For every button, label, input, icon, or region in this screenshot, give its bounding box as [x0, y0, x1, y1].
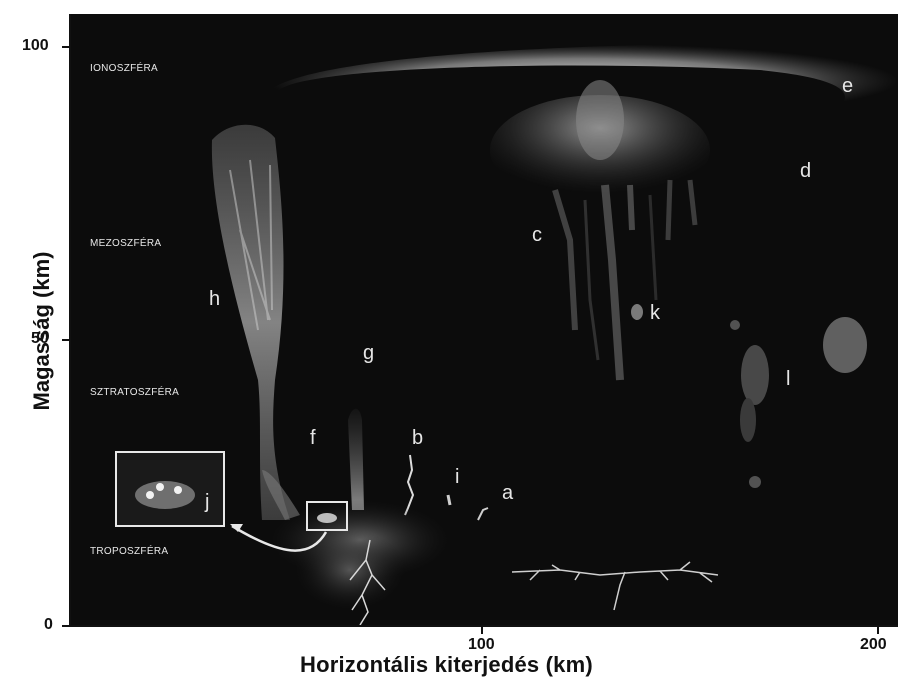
letter-h: h [209, 288, 220, 311]
x-tick-label-200: 200 [860, 636, 887, 654]
letter-j: j [205, 491, 209, 514]
glow-spot-k [631, 304, 643, 320]
sky-panel [70, 14, 898, 626]
thundercloud-base [295, 530, 405, 610]
letter-f: f [310, 427, 316, 450]
letter-a: a [502, 482, 513, 505]
letter-b: b [412, 427, 423, 450]
layer-label-ionosphere: IONOSZFÉRA [90, 63, 158, 74]
layer-label-troposphere: TROPOSZFÉRA [90, 546, 168, 557]
inset-small-blob [317, 513, 337, 523]
y-tick-label-100: 100 [22, 37, 49, 55]
layer-label-stratosphere: SZTRATOSZFÉRA [90, 387, 179, 398]
x-axis-title: Horizontális kiterjedés (km) [300, 652, 593, 678]
letter-d: d [800, 160, 811, 183]
letter-l: l [786, 368, 790, 391]
letter-k: k [650, 302, 660, 325]
layer-label-mesosphere: MEZOSZFÉRA [90, 238, 161, 249]
letter-c: c [532, 224, 542, 247]
letter-i: i [455, 466, 459, 489]
inset-light-dot-3 [174, 486, 182, 494]
y-axis-title: Magasság (km) [29, 211, 55, 451]
inset-light-dot-2 [156, 483, 164, 491]
letter-e: e [842, 75, 853, 98]
inset-light-dot-1 [146, 491, 154, 499]
letter-g: g [363, 342, 374, 365]
y-tick-label-0: 0 [44, 616, 53, 634]
small-discharge-i [448, 495, 450, 505]
inset-large-blob [135, 481, 195, 509]
